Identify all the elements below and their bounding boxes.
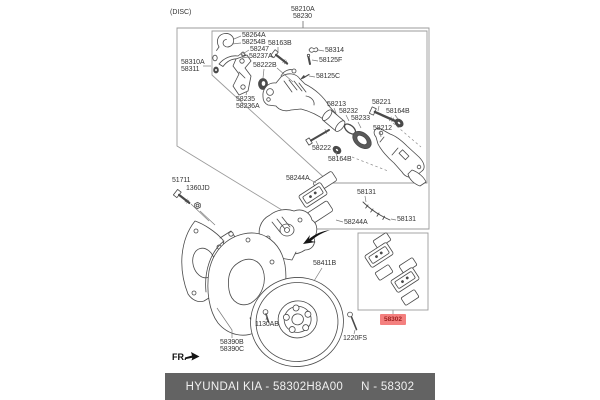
part-label-58237A: 58237A bbox=[249, 53, 273, 60]
bushing-58164B-upper-drawing bbox=[394, 118, 404, 128]
leader-lines bbox=[190, 35, 399, 338]
part-label-58222B: 58222B bbox=[253, 62, 277, 69]
part-label-58125F: 58125F bbox=[319, 57, 343, 64]
bleeder-screw-drawing bbox=[306, 53, 311, 65]
part-label-58230: 58230 bbox=[293, 13, 312, 20]
disc-type-note: (DISC) bbox=[170, 9, 192, 16]
group-boxes bbox=[176, 21, 430, 314]
part-label-58232: 58232 bbox=[339, 108, 358, 115]
pin-58125C-drawing bbox=[300, 73, 310, 80]
bolt-58163B-drawing bbox=[270, 49, 289, 65]
parking-spring-drawing bbox=[216, 33, 235, 51]
part-label-58125C: 58125C bbox=[316, 73, 340, 80]
bolt-1130AB-drawing bbox=[262, 309, 270, 323]
part-label-58222: 58222 bbox=[312, 145, 331, 152]
guide-rod-58222-drawing bbox=[305, 129, 330, 146]
bushing-58164B-lower-drawing bbox=[332, 145, 342, 155]
bolt-1220FS-drawing bbox=[347, 311, 358, 331]
part-label-58221: 58221 bbox=[372, 99, 391, 106]
part-label-1220FS: 1220FS bbox=[343, 335, 367, 342]
footer-brand-part-number: HYUNDAI KIA - 58302H8A00 bbox=[185, 380, 344, 393]
part-label-58311: 58311 bbox=[181, 66, 200, 73]
parts-artwork bbox=[172, 33, 427, 367]
caliper-bracket-drawing bbox=[232, 54, 252, 96]
part-label-58390C: 58390C bbox=[220, 346, 244, 353]
part-label-58210A: 58210A bbox=[291, 6, 315, 13]
part-label-58164B: 58164B bbox=[328, 156, 352, 163]
part-label-58244A: 58244A bbox=[344, 219, 368, 226]
part-label-58247: 58247 bbox=[250, 46, 269, 53]
part-label-58254B: 58254B bbox=[242, 39, 266, 46]
grommet-58222B-drawing bbox=[258, 78, 268, 90]
part-label-58411B: 58411B bbox=[313, 260, 337, 267]
carrier-58212-drawing bbox=[373, 128, 427, 187]
highlighted-part-label-58302[interactable]: 58302 bbox=[380, 314, 406, 325]
brake-disc-drawing bbox=[250, 277, 344, 367]
part-label-1130AB: 1130AB bbox=[255, 321, 279, 328]
part-label-58163B: 58163B bbox=[268, 40, 292, 47]
guide-bolt-58221-drawing bbox=[368, 106, 397, 123]
piston-drawing bbox=[321, 109, 346, 132]
piston-boot-drawing bbox=[352, 130, 372, 150]
bolt-51711-drawing bbox=[172, 188, 191, 205]
nut-1360JD-drawing bbox=[194, 201, 201, 210]
footer-part-number-bar: HYUNDAI KIA - 58302H8A00 N - 58302 bbox=[165, 373, 435, 400]
assembly-direction-arrow bbox=[303, 230, 330, 244]
fr-direction-label: FR. bbox=[172, 352, 187, 362]
part-label-58244A: 58244A bbox=[286, 175, 310, 182]
parking-lever-drawing bbox=[212, 51, 246, 74]
part-label-58236A: 58236A bbox=[236, 103, 260, 110]
outer-group-box bbox=[176, 27, 430, 230]
part-label-58164B: 58164B bbox=[386, 108, 410, 115]
fr-direction-arrow bbox=[185, 352, 200, 361]
part-label-58235: 58235 bbox=[236, 96, 255, 103]
part-label-51711: 51711 bbox=[172, 177, 191, 184]
part-label-58310A: 58310A bbox=[181, 59, 205, 66]
part-label-58233: 58233 bbox=[351, 115, 370, 122]
part-label-58212: 58212 bbox=[373, 125, 392, 132]
pad-kit-contents-drawing bbox=[364, 232, 420, 306]
dashed-projection-lines bbox=[351, 122, 422, 172]
part-label-58390B: 58390B bbox=[220, 339, 244, 346]
pad-spring-clip-drawing bbox=[362, 201, 391, 221]
part-label-58314: 58314 bbox=[325, 47, 344, 54]
part-label-58213: 58213 bbox=[327, 101, 346, 108]
footer-catalog-ref: N - 58302 bbox=[361, 380, 415, 393]
part-label-1360JD: 1360JD bbox=[186, 185, 210, 192]
inner-group-box bbox=[211, 30, 428, 184]
part-label-58264A: 58264A bbox=[242, 32, 266, 39]
clip-58314-drawing bbox=[308, 47, 319, 53]
part-label-58131: 58131 bbox=[357, 189, 376, 196]
pad-shim-stack-drawing bbox=[298, 171, 337, 224]
part-label-58131: 58131 bbox=[397, 216, 416, 223]
